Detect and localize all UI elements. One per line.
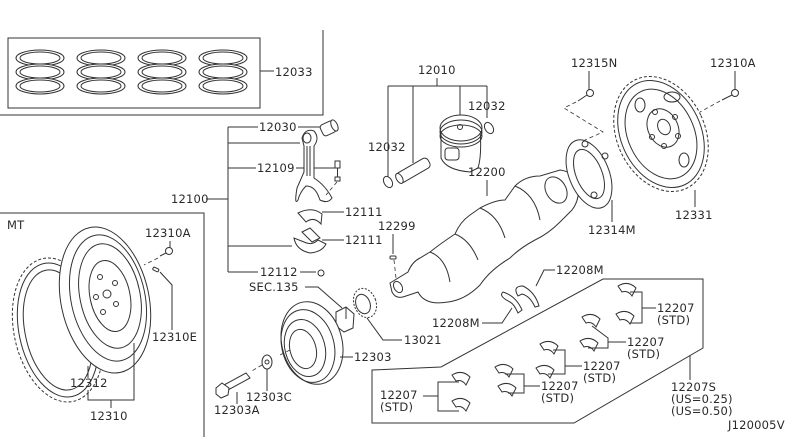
label-conrod-assy[interactable]: 12100 bbox=[171, 192, 209, 206]
piston-ring-set-4[interactable] bbox=[198, 49, 248, 95]
piston-ring-set-1[interactable] bbox=[15, 49, 65, 95]
thrust-bearing-group: 12208M 12208M bbox=[432, 263, 604, 330]
std-note-5: (STD) bbox=[380, 400, 413, 414]
label-conrod-bearing-lower[interactable]: 12111 bbox=[345, 233, 383, 247]
piston-ring-set-3[interactable] bbox=[137, 49, 187, 95]
conrod-nut-part[interactable] bbox=[317, 269, 325, 277]
main-bearing-shell-9[interactable] bbox=[451, 371, 471, 386]
label-signal-plate[interactable]: 12314M bbox=[588, 223, 636, 237]
thrust-bearing-lower-part[interactable] bbox=[515, 285, 540, 308]
std-note-2: (STD) bbox=[627, 347, 660, 361]
label-pulley-washer[interactable]: 12303C bbox=[246, 390, 292, 404]
std-note-3: (STD) bbox=[583, 371, 616, 385]
label-plate-bolt[interactable]: 12315N bbox=[571, 56, 617, 70]
label-pulley[interactable]: 12303 bbox=[354, 350, 392, 364]
snap-ring-right-part[interactable] bbox=[483, 121, 496, 135]
flywheel-bolt-part[interactable] bbox=[159, 247, 173, 257]
main-bearing-shell-2[interactable] bbox=[615, 310, 635, 325]
label-thrust-bearing-lower[interactable]: 12208M bbox=[432, 316, 480, 330]
label-piston-assy[interactable]: 12010 bbox=[418, 63, 456, 77]
piston-pin-part[interactable] bbox=[394, 157, 432, 185]
pulley-group: SEC.135 13021 12303 12303C bbox=[214, 280, 442, 417]
label-main-bearing-4[interactable]: 12207 bbox=[541, 379, 579, 393]
main-bearing-shell-4[interactable] bbox=[579, 337, 599, 352]
label-snap-ring-left[interactable]: 12032 bbox=[368, 140, 406, 154]
signal-plate-part[interactable] bbox=[557, 133, 621, 215]
label-ring-gear[interactable]: 12312 bbox=[70, 376, 108, 390]
undersize-note-1: (US=0.25) bbox=[671, 392, 733, 406]
label-flywheel-assy[interactable]: 12310 bbox=[90, 409, 128, 423]
label-main-bearing-3[interactable]: 12207 bbox=[583, 359, 621, 373]
main-bearing-shell-5[interactable] bbox=[539, 340, 559, 355]
label-conrod-nut[interactable]: 12112 bbox=[260, 265, 298, 279]
label-flywheel-bolt[interactable]: 12310A bbox=[145, 226, 191, 240]
label-conrod-bearing-upper[interactable]: 12111 bbox=[345, 205, 383, 219]
label-main-bearing-1[interactable]: 12207 bbox=[657, 301, 695, 315]
main-bearing-shell-8[interactable] bbox=[497, 382, 517, 397]
piston-ring-set-2[interactable] bbox=[76, 49, 126, 95]
crankshaft-part[interactable] bbox=[389, 169, 579, 304]
label-main-bearing-set[interactable]: 12207S bbox=[671, 380, 716, 394]
crankshaft-group: 12200 12299 bbox=[378, 165, 579, 304]
pulley-washer-part[interactable] bbox=[261, 354, 273, 370]
signal-plate-group: 12315N 12314M bbox=[557, 56, 636, 237]
main-bearing-shell-7[interactable] bbox=[494, 363, 514, 378]
label-drive-plate[interactable]: 12331 bbox=[675, 208, 713, 222]
label-main-bearing-2[interactable]: 12207 bbox=[627, 335, 665, 349]
label-flywheel-dowel[interactable]: 12310E bbox=[152, 330, 197, 344]
drive-plate-bolt-part[interactable] bbox=[721, 89, 739, 101]
crank-sprocket-part[interactable] bbox=[350, 285, 381, 321]
label-crankshaft[interactable]: 12200 bbox=[468, 165, 506, 179]
drive-plate-part[interactable] bbox=[596, 61, 726, 207]
label-pulley-bolt[interactable]: 12303A bbox=[214, 403, 260, 417]
piston-part[interactable] bbox=[439, 114, 483, 173]
conrod-bearing-lower-part[interactable] bbox=[293, 237, 327, 254]
std-note-4: (STD) bbox=[541, 391, 574, 405]
conrod-part[interactable] bbox=[295, 129, 333, 203]
pulley-part[interactable] bbox=[272, 295, 352, 392]
mt-label: MT bbox=[7, 218, 25, 232]
label-thrust-bearing-upper[interactable]: 12208M bbox=[556, 263, 604, 277]
thrust-bearing-lower-part-2[interactable] bbox=[501, 291, 523, 314]
label-conrod-bushing[interactable]: 12030 bbox=[259, 120, 297, 134]
conrod-bushing-part[interactable] bbox=[319, 119, 339, 137]
piston-ring-box: 12033 bbox=[0, 30, 324, 116]
main-bearing-shell-6[interactable] bbox=[535, 364, 555, 379]
plate-bolt-part[interactable] bbox=[577, 89, 594, 102]
main-bearing-shell-1[interactable] bbox=[617, 282, 637, 297]
label-crank-sprocket[interactable]: 13021 bbox=[404, 333, 442, 347]
label-drive-plate-bolt[interactable]: 12310A bbox=[710, 56, 756, 70]
label-main-bearing-5[interactable]: 12207 bbox=[380, 388, 418, 402]
label-piston-ring-set[interactable]: 12033 bbox=[275, 65, 313, 79]
label-sec-ref[interactable]: SEC.135 bbox=[249, 280, 299, 294]
undersize-note-2: (US=0.50) bbox=[671, 404, 733, 418]
main-bearing-box: 12207 (STD) 12207 (STD) 12207 (STD) 1220… bbox=[371, 278, 733, 424]
conrod-bearing-upper-part[interactable] bbox=[297, 209, 323, 226]
main-bearing-shell-3[interactable] bbox=[581, 313, 601, 328]
crank-key-part[interactable] bbox=[389, 255, 397, 260]
main-bearing-shell-10[interactable] bbox=[451, 397, 471, 412]
label-conrod-bolt[interactable]: 12109 bbox=[257, 161, 295, 175]
conrod-bolt-part[interactable] bbox=[325, 160, 341, 196]
std-note-1: (STD) bbox=[657, 313, 690, 327]
drive-plate-group: 12310A 12331 bbox=[596, 56, 756, 222]
piston-group: 12010 12032 12032 bbox=[368, 63, 506, 189]
diagram-code: J120005V bbox=[727, 418, 785, 432]
flywheel-part[interactable] bbox=[47, 218, 164, 381]
flywheel-dowel-part[interactable] bbox=[152, 266, 160, 273]
mt-flywheel-box: MT 12310A 12310E 1 bbox=[0, 212, 205, 437]
label-snap-ring-right[interactable]: 12032 bbox=[468, 99, 506, 113]
snap-ring-left-part[interactable] bbox=[382, 175, 395, 189]
pulley-bolt-part[interactable] bbox=[215, 372, 251, 399]
conrod-group: 12030 12109 12100 12112 bbox=[171, 119, 383, 279]
label-crank-key[interactable]: 12299 bbox=[378, 219, 416, 233]
